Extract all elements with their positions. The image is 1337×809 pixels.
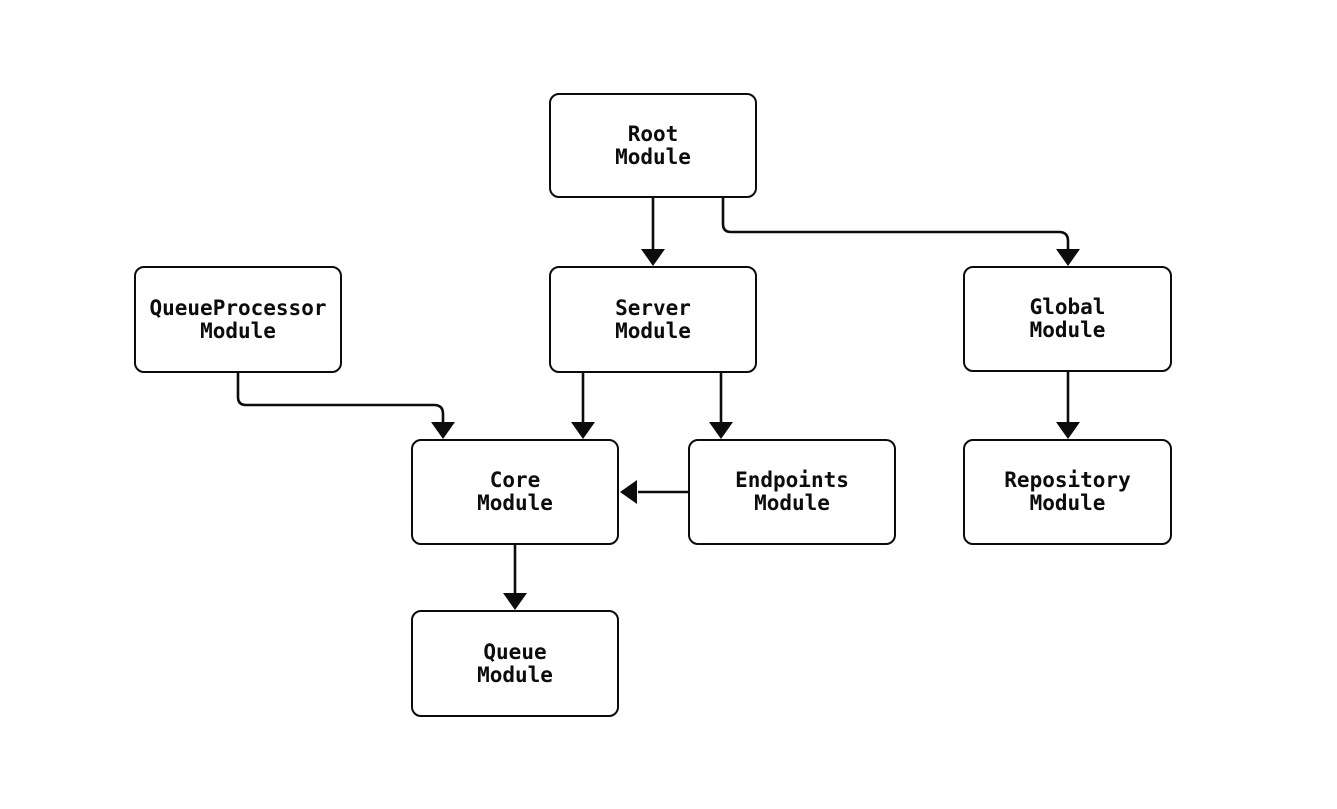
node-label-line: QueueProcessor [149,295,327,320]
arrowhead-left-icon [620,480,637,504]
edge-global-to-repository [1056,372,1080,439]
node-queue-module: Queue Module [411,610,619,717]
arrowhead-down-icon [1056,249,1080,266]
arrowhead-down-icon [709,422,733,439]
node-label-line: Module [754,491,830,515]
node-label-line: Module [477,662,553,687]
arrowhead-down-icon [503,593,527,610]
node-core-module: Core Module [411,439,619,545]
node-label-line: Root [627,121,679,146]
node-queueprocessor-module: QueueProcessor Module [134,266,342,373]
node-label-line: Global [1029,295,1106,319]
node-label-line: Queue [483,639,547,664]
edge-queueprocessor-to-core [236,373,455,439]
arrowhead-down-icon [1056,422,1080,439]
arrowhead-down-icon [431,422,455,439]
node-label-line: Module [477,491,553,515]
node-label-line: Core [489,468,541,492]
node-label-line: Module [615,144,691,169]
node-label-line: Repository [1004,468,1131,492]
node-label-line: Module [200,318,276,343]
node-repository-module: Repository Module [963,439,1172,545]
arrowhead-down-icon [641,249,665,266]
node-label-line: Server [615,295,691,320]
edge-server-to-endpoints [709,373,733,439]
edge-root-to-global [721,198,1080,266]
node-server-module: Server Module [549,266,757,373]
node-label-line: Endpoints [735,468,849,492]
node-root-module: Root Module [549,93,757,198]
node-label-line: Module [1029,491,1106,515]
arrowhead-down-icon [571,422,595,439]
node-label-line: Module [615,318,691,343]
node-endpoints-module: Endpoints Module [688,439,896,545]
edge-core-to-queue [503,545,527,610]
edge-root-to-server [641,198,665,266]
edge-endpoints-to-core [620,480,688,504]
node-global-module: Global Module [963,266,1172,372]
node-label-line: Module [1029,318,1106,342]
edge-server-to-core [571,373,595,439]
